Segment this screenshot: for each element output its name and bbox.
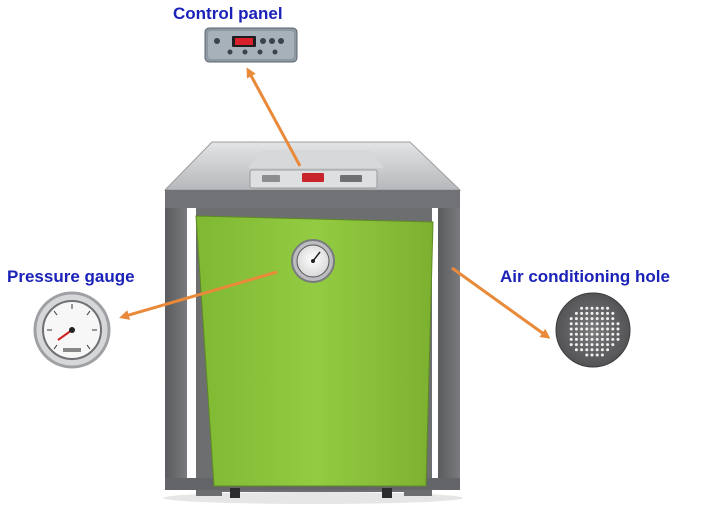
vent-hole <box>590 332 594 336</box>
vent-hole <box>616 332 620 336</box>
vent-hole <box>600 317 604 321</box>
vent-hole <box>606 332 610 336</box>
vent-hole <box>595 317 599 321</box>
vent-hole <box>590 348 594 352</box>
control-panel-icon <box>204 27 298 63</box>
vent-hole <box>585 322 589 326</box>
vent-hole <box>600 311 604 315</box>
vent-hole <box>595 322 599 326</box>
vent-hole <box>606 343 610 347</box>
vent-hole <box>580 343 584 347</box>
vent-hole <box>590 327 594 331</box>
vent-hole <box>606 322 610 326</box>
vent-hole <box>580 311 584 315</box>
vent-hole <box>569 343 573 347</box>
vent-hole <box>585 311 589 315</box>
vent-hole <box>569 332 573 336</box>
vent-grille-icon <box>555 292 631 368</box>
vent-hole <box>585 348 589 352</box>
vent-hole <box>600 343 604 347</box>
vent-hole <box>611 311 615 315</box>
vent-hole <box>606 317 610 321</box>
vent-hole <box>590 353 594 357</box>
vent-hole <box>580 306 584 310</box>
vent-hole <box>580 317 584 321</box>
vent-hole <box>580 322 584 326</box>
vent-hole <box>595 306 599 310</box>
vent-hole <box>595 311 599 315</box>
vent-hole <box>590 306 594 310</box>
arrow-pressure-gauge <box>119 270 278 320</box>
vent-hole <box>574 327 578 331</box>
vent-hole <box>606 327 610 331</box>
vent-hole <box>585 343 589 347</box>
arrow-air-conditioning-hole <box>451 266 551 339</box>
vent-hole <box>590 317 594 321</box>
vent-hole <box>606 311 610 315</box>
vent-hole <box>611 332 615 336</box>
top-control-panel <box>249 169 378 189</box>
vent-hole <box>580 327 584 331</box>
vent-hole <box>600 353 604 357</box>
vent-hole <box>569 327 573 331</box>
vent-hole <box>574 332 578 336</box>
vent-hole <box>616 327 620 331</box>
vent-hole <box>569 322 573 326</box>
vent-hole <box>590 311 594 315</box>
vent-hole <box>606 337 610 341</box>
vent-hole <box>595 353 599 357</box>
vent-hole <box>585 332 589 336</box>
pressure-gauge-icon <box>33 291 111 369</box>
vent-hole <box>595 348 599 352</box>
door-pressure-gauge <box>291 239 335 283</box>
vent-hole <box>574 322 578 326</box>
vent-hole <box>574 317 578 321</box>
vent-hole <box>600 348 604 352</box>
boiler-cabinet <box>163 141 463 504</box>
vent-hole <box>574 311 578 315</box>
vent-hole <box>611 337 615 341</box>
vent-hole <box>611 327 615 331</box>
vent-hole <box>580 332 584 336</box>
vent-hole <box>585 327 589 331</box>
vent-hole <box>585 337 589 341</box>
vent-hole <box>585 306 589 310</box>
vent-hole <box>616 337 620 341</box>
vent-hole <box>574 348 578 352</box>
air-conditioning-hole-label: Air conditioning hole <box>500 267 670 286</box>
pressure-gauge-label: Pressure gauge <box>7 267 135 286</box>
vent-hole <box>574 343 578 347</box>
vent-hole <box>611 317 615 321</box>
vent-hole <box>595 343 599 347</box>
vent-hole <box>595 332 599 336</box>
vent-hole <box>574 337 578 341</box>
vent-hole <box>600 332 604 336</box>
vent-hole <box>580 337 584 341</box>
arrow-control-panel <box>246 67 302 167</box>
vent-hole <box>600 306 604 310</box>
vent-hole <box>595 337 599 341</box>
vent-hole <box>569 337 573 341</box>
vent-hole <box>590 337 594 341</box>
vent-hole <box>590 343 594 347</box>
control-panel-label: Control panel <box>173 4 283 23</box>
vent-hole <box>611 322 615 326</box>
vent-hole <box>616 322 620 326</box>
vent-hole <box>595 327 599 331</box>
vent-hole <box>606 348 610 352</box>
vent-hole <box>580 348 584 352</box>
vent-hole <box>611 343 615 347</box>
vent-hole <box>600 337 604 341</box>
vent-hole <box>600 327 604 331</box>
vent-hole <box>590 322 594 326</box>
vent-hole <box>606 306 610 310</box>
vent-hole <box>585 317 589 321</box>
vent-hole <box>585 353 589 357</box>
vent-hole <box>569 317 573 321</box>
vent-hole <box>600 322 604 326</box>
